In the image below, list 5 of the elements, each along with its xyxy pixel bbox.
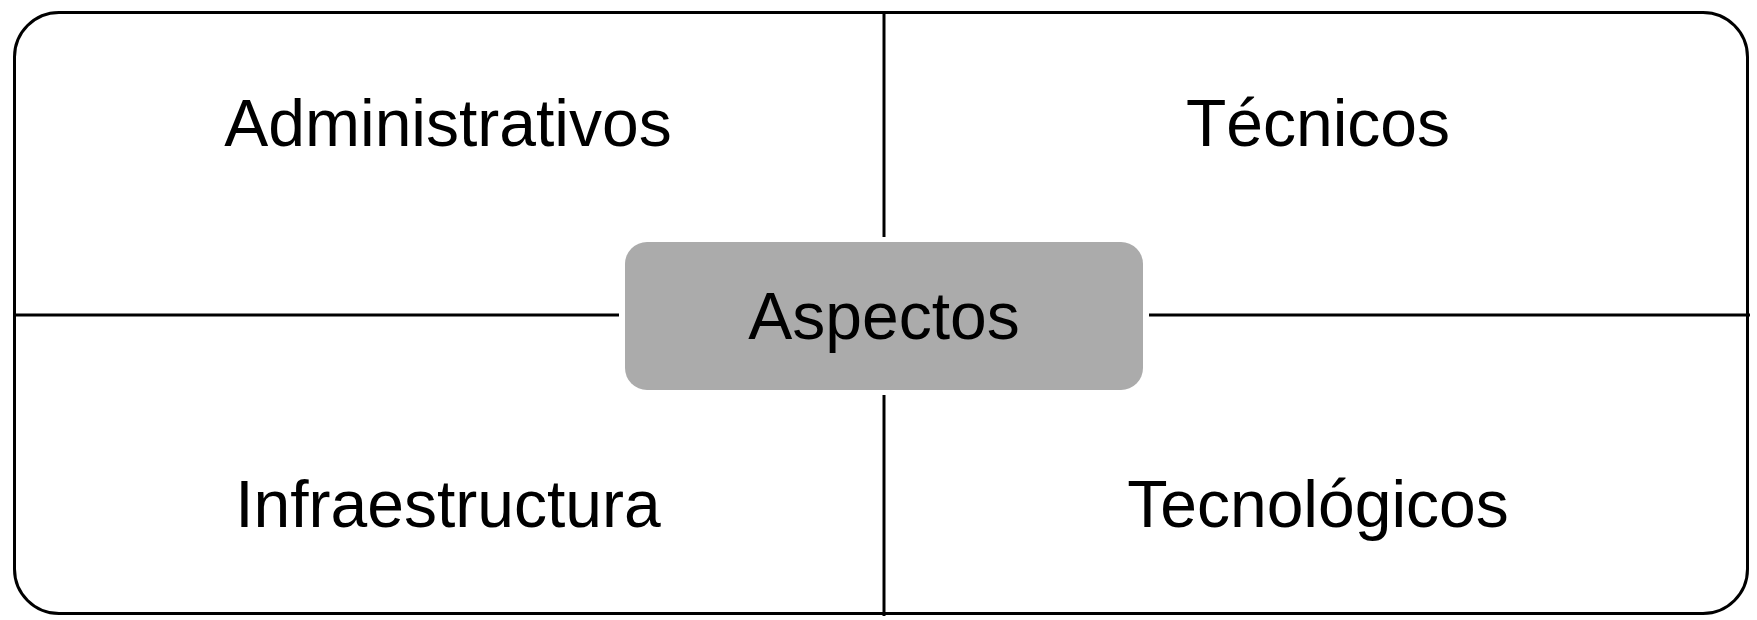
center-box: Aspectos (625, 242, 1143, 390)
quadrant-label: Infraestructura (235, 467, 661, 541)
quadrant-label: Técnicos (1185, 86, 1451, 160)
quadrant-label: Administrativos (224, 86, 672, 160)
quadrant-label: Tecnológicos (1127, 467, 1509, 541)
